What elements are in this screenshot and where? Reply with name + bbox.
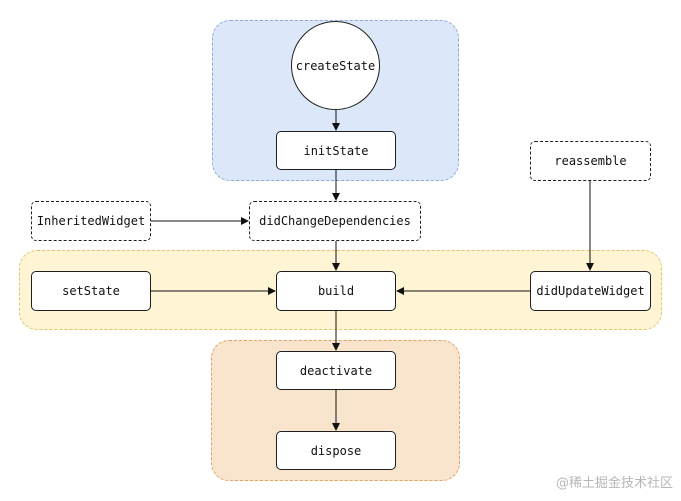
deactivate-node: deactivate (276, 351, 396, 390)
didupdatewidget-node: didUpdateWidget (530, 271, 651, 311)
didchangedependencies-node: didChangeDependencies (249, 201, 421, 241)
inheritedwidget-node: InheritedWidget (31, 201, 151, 241)
reassemble-node: reassemble (530, 141, 651, 181)
build-node: build (276, 271, 396, 311)
initstate-node: initState (276, 131, 396, 170)
dispose-node: dispose (276, 431, 396, 470)
setstate-node: setState (31, 271, 151, 311)
watermark-text: @稀土掘金技术社区 (555, 476, 673, 491)
createstate-node: createState (291, 21, 380, 110)
